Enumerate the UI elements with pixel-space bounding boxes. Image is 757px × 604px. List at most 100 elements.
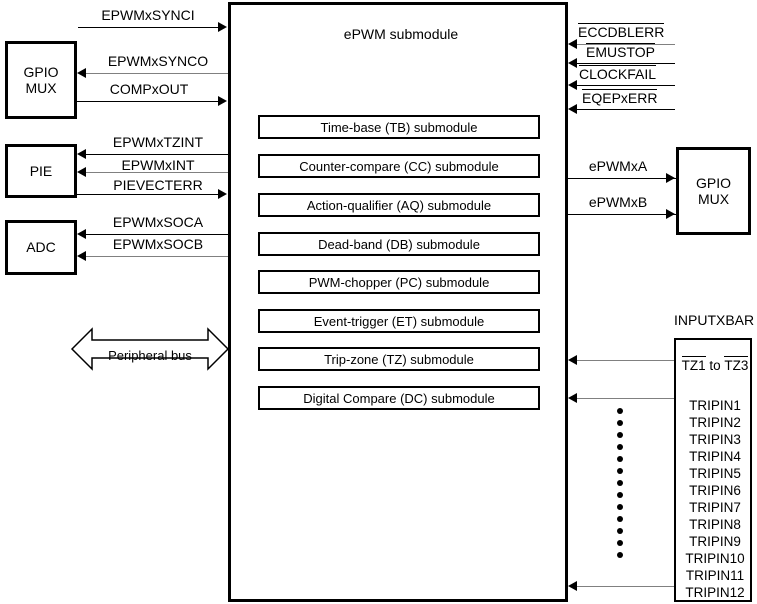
tz1-label: TZ1 bbox=[681, 356, 706, 373]
gpio-mux-left-line2: MUX bbox=[25, 80, 57, 96]
arrowhead-tripin12 bbox=[568, 581, 577, 591]
epwm-submodule-block: ePWM submodule bbox=[228, 2, 568, 602]
tz-range-middle: to bbox=[705, 358, 725, 373]
signal-label-epwmxsocb: EPWMxSOCB bbox=[112, 236, 204, 252]
inputxbar-tripin-11: TRIPIN11 bbox=[685, 568, 745, 583]
eccdblerr-text: ECCDBLERR bbox=[578, 23, 665, 40]
peripheral-bus-label: Peripheral bus bbox=[108, 348, 192, 363]
ellipsis-dot bbox=[617, 420, 623, 426]
wire-tz-trip bbox=[577, 360, 674, 361]
wire-clockfail bbox=[577, 85, 675, 86]
submodule-time-base: Time-base (TB) submodule bbox=[258, 115, 540, 139]
inputxbar-tripin-6: TRIPIN6 bbox=[689, 483, 741, 498]
inputxbar-tripin-9: TRIPIN9 bbox=[689, 534, 741, 549]
wire-epwmxtzint bbox=[86, 154, 228, 155]
arrowhead-tz-trip bbox=[568, 355, 577, 365]
wire-pievecterr bbox=[77, 194, 219, 195]
wire-compxout bbox=[77, 101, 219, 102]
block-gpio-mux-right: GPIO MUX bbox=[676, 147, 751, 235]
arrowhead-eccdblerr bbox=[568, 39, 577, 49]
eqepxerr-text: EQEPxERR bbox=[582, 89, 658, 106]
pie-label: PIE bbox=[29, 162, 53, 179]
block-adc: ADC bbox=[5, 220, 77, 275]
submodule-event-trigger: Event-trigger (ET) submodule bbox=[258, 309, 540, 333]
inputxbar-tripin-5: TRIPIN5 bbox=[689, 466, 741, 481]
wire-epwmxa bbox=[568, 178, 676, 179]
peripheral-bus-arrow bbox=[70, 325, 230, 373]
wire-epwmxint bbox=[86, 172, 228, 173]
adc-label: ADC bbox=[26, 239, 56, 256]
inputxbar-tripin-7: TRIPIN7 bbox=[689, 500, 741, 515]
arrowhead-epwmxa bbox=[666, 173, 675, 183]
wire-eqepxerr bbox=[577, 109, 675, 110]
signal-label-epwmxsynco: EPWMxSYNCO bbox=[107, 53, 209, 69]
submodule-counter-compare: Counter-compare (CC) submodule bbox=[258, 154, 540, 178]
signal-label-compxout: COMPxOUT bbox=[109, 81, 189, 97]
ellipsis-dot bbox=[617, 444, 623, 450]
ellipsis-dot bbox=[617, 492, 623, 498]
ellipsis-dot bbox=[617, 552, 623, 558]
clockfail-text: CLOCKFAIL bbox=[579, 65, 657, 82]
arrowhead-compxout bbox=[218, 96, 227, 106]
inputxbar-tz-range: TZ1 to TZ3 bbox=[676, 356, 754, 374]
signal-label-epwmxa: ePWMxA bbox=[588, 158, 648, 174]
block-inputxbar: TZ1 to TZ3 TRIPIN1 TRIPIN2 TRIPIN3 TRIPI… bbox=[674, 338, 752, 602]
ellipsis-dot bbox=[617, 408, 623, 414]
ellipsis-dot bbox=[617, 516, 623, 522]
ellipsis-dot bbox=[617, 528, 623, 534]
signal-label-epwmxtzint: EPWMxTZINT bbox=[112, 134, 204, 150]
inputxbar-tripin-8: TRIPIN8 bbox=[689, 517, 741, 532]
submodule-action-qualifier: Action-qualifier (AQ) submodule bbox=[258, 193, 540, 217]
gpio-mux-left-line1: GPIO bbox=[23, 63, 59, 80]
ellipsis-dot bbox=[617, 456, 623, 462]
signal-label-epwmxsoca: EPWMxSOCA bbox=[112, 214, 204, 230]
wire-epwmxsocb bbox=[86, 256, 228, 257]
arrowhead-eqepxerr bbox=[568, 104, 577, 114]
arrowhead-tripin1 bbox=[568, 393, 577, 403]
arrowhead-epwmxsynco bbox=[77, 68, 86, 78]
inputxbar-tripin-2: TRIPIN2 bbox=[689, 415, 741, 430]
inputxbar-tripin-10: TRIPIN10 bbox=[685, 551, 745, 566]
block-pie: PIE bbox=[5, 144, 77, 198]
ellipsis-dot bbox=[617, 480, 623, 486]
signal-label-epwmxb: ePWMxB bbox=[588, 194, 648, 210]
wire-emustop bbox=[577, 63, 675, 64]
gpio-mux-right-line2: MUX bbox=[697, 191, 730, 207]
arrowhead-epwmxb bbox=[666, 209, 675, 219]
inputxbar-tripin-12: TRIPIN12 bbox=[685, 585, 745, 600]
emustop-text: EMUSTOP bbox=[586, 43, 655, 60]
arrowhead-epwmxsoca bbox=[77, 229, 86, 239]
signal-label-epwmxsynci: EPWMxSYNCI bbox=[101, 7, 195, 23]
wire-epwmxsynco bbox=[86, 73, 228, 74]
signal-label-emustop: EMUSTOP bbox=[586, 43, 655, 59]
inputxbar-tripin-1: TRIPIN1 bbox=[689, 398, 741, 413]
ellipsis-dot bbox=[617, 504, 623, 510]
wire-eccdblerr bbox=[577, 44, 675, 45]
wire-tripin1 bbox=[577, 398, 674, 399]
tz3-label: TZ3 bbox=[724, 356, 749, 373]
submodule-dead-band: Dead-band (DB) submodule bbox=[258, 232, 540, 256]
arrowhead-epwmxint bbox=[77, 167, 86, 177]
inputxbar-tripin-4: TRIPIN4 bbox=[689, 449, 741, 464]
submodule-trip-zone: Trip-zone (TZ) submodule bbox=[258, 347, 540, 371]
ellipsis-dot bbox=[617, 468, 623, 474]
gpio-mux-right-line1: GPIO bbox=[695, 174, 731, 191]
wire-tripin12 bbox=[577, 586, 674, 587]
inputxbar-tripin-3: TRIPIN3 bbox=[689, 432, 741, 447]
signal-label-clockfail: CLOCKFAIL bbox=[579, 65, 657, 82]
submodule-pwm-chopper: PWM-chopper (PC) submodule bbox=[258, 270, 540, 294]
epwm-submodule-title: ePWM submodule bbox=[343, 26, 459, 42]
block-gpio-mux-left: GPIO MUX bbox=[5, 41, 77, 119]
arrowhead-pievecterr bbox=[218, 189, 227, 199]
signal-label-eccdblerr: ECCDBLERR bbox=[578, 23, 665, 40]
ellipsis-dot bbox=[617, 540, 623, 546]
inputxbar-title: INPUTXBAR bbox=[674, 312, 755, 328]
arrowhead-emustop bbox=[568, 58, 577, 68]
wire-epwmxsynci bbox=[78, 27, 219, 28]
arrowhead-epwmxsynci bbox=[218, 22, 227, 32]
arrowhead-epwmxsocb bbox=[77, 251, 86, 261]
wire-epwmxb bbox=[568, 214, 676, 215]
wire-epwmxsoca bbox=[86, 234, 228, 235]
arrowhead-epwmxtzint bbox=[77, 149, 86, 159]
